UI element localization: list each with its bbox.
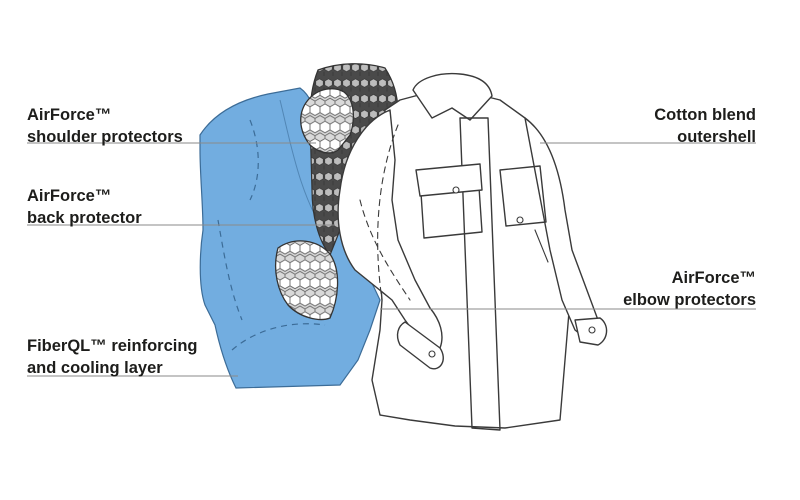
callout-back-protector: AirForce™ back protector [27, 185, 142, 229]
shell-pocket-flap [415, 163, 483, 197]
callout-back-line2: back protector [27, 209, 142, 227]
shoulder-protector-pad [300, 88, 355, 154]
shell-pocket-right [499, 165, 547, 227]
callout-elbow-protectors: AirForce™ elbow protectors [623, 267, 756, 311]
shell-sleeve-left [337, 109, 443, 349]
fiberql-layer-body [199, 87, 381, 389]
callout-shoulder-line2: shoulder protectors [27, 128, 183, 146]
callout-shoulder-line1: AirForce™ [27, 106, 112, 124]
shoulder-protector [300, 88, 355, 154]
elbow-protector-pad [274, 240, 339, 321]
callout-fiberql-layer: FiberQL™ reinforcing and cooling layer [27, 335, 198, 379]
callout-fiber-line2: and cooling layer [27, 359, 163, 377]
callout-cotton-line1: Cotton blend [654, 106, 756, 124]
leader-lines [27, 142, 756, 377]
shell-buttons [428, 186, 596, 358]
callout-cotton-line2: outershell [677, 128, 756, 146]
fiberql-layer [199, 87, 381, 389]
shell-collar [412, 72, 493, 121]
shell-placket [459, 117, 501, 431]
outer-shell [337, 72, 608, 431]
callout-cotton-outershell: Cotton blend outershell [654, 104, 756, 148]
callout-back-line1: AirForce™ [27, 187, 112, 205]
elbow-protector [274, 240, 339, 321]
callout-fiber-line1: FiberQL™ reinforcing [27, 337, 198, 355]
callout-elbow-line2: elbow protectors [623, 291, 756, 309]
callout-shoulder-protectors: AirForce™ shoulder protectors [27, 104, 183, 148]
callout-elbow-line1: AirForce™ [671, 269, 756, 287]
